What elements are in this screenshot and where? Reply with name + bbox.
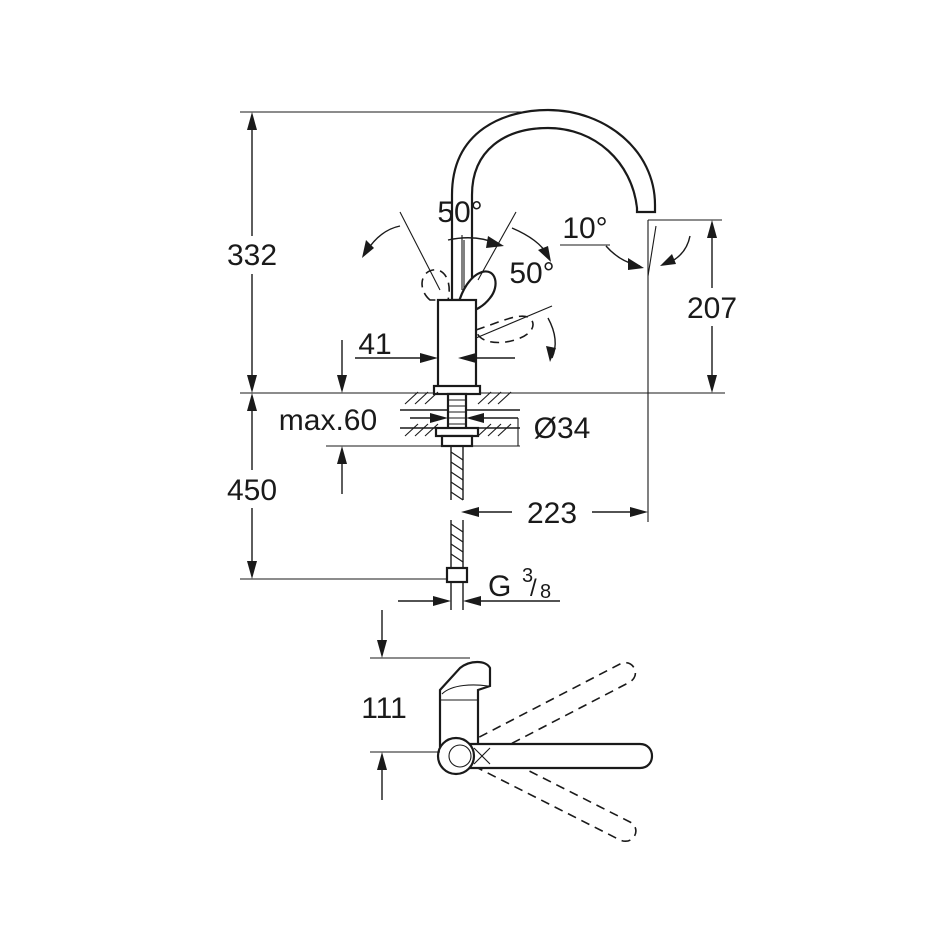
faucet-body [432,298,482,396]
lever-back-position [475,315,534,344]
dim-450-label: 450 [227,474,277,507]
dimension-223: 223 [461,497,648,530]
mounting-washer [440,434,474,448]
dimension-207: 207 [676,220,748,393]
dim-g-label: G [488,570,511,603]
hose-fitting [445,566,469,584]
top-body-outer [436,736,476,776]
dim-332-label: 332 [227,239,277,272]
dim-41-label: 41 [358,328,391,361]
dimension-41: 41 [337,328,515,393]
top-lever-dashed-up [464,661,637,764]
dimension-450: 450 [218,393,286,579]
dim-max60-label: max.60 [279,404,377,437]
lever-front-position [421,269,450,301]
dim-dia34-label: Ø34 [534,412,591,445]
dim-223-label: 223 [527,497,577,530]
dimension-max60: max.60 [279,404,377,494]
dim-207-label: 207 [687,292,737,325]
dimension-dia34: Ø34 [410,412,590,446]
top-view [436,660,654,842]
angle-lever-front: 50° [362,196,517,291]
dim-g-slash: / [530,575,537,602]
dim-g-denominator: 8 [540,581,551,603]
top-spout [438,660,492,748]
body-column [436,298,478,390]
angle-back-label: 50° [509,257,554,290]
mounting-hardware [434,392,480,448]
angle-lever-back: 50° [475,227,556,362]
angle-front-label: 50° [437,196,482,229]
supply-hose [445,446,469,610]
angle-spout-label: 10° [562,212,607,245]
top-lever-solid [464,742,654,770]
dim-111-label: 111 [361,692,407,725]
dimension-g38: G 3 / 8 [398,565,560,606]
dimension-332: 332 [218,112,286,393]
body-base [432,384,482,396]
dimension-111: 111 [361,610,470,800]
angle-spout-tilt: 10° [560,212,691,277]
mounting-nut [434,426,480,438]
dim-g-numerator: 3 [522,565,533,587]
angle-front-ray [399,211,441,291]
top-body-inner [448,744,472,768]
spout-arc [450,108,657,302]
